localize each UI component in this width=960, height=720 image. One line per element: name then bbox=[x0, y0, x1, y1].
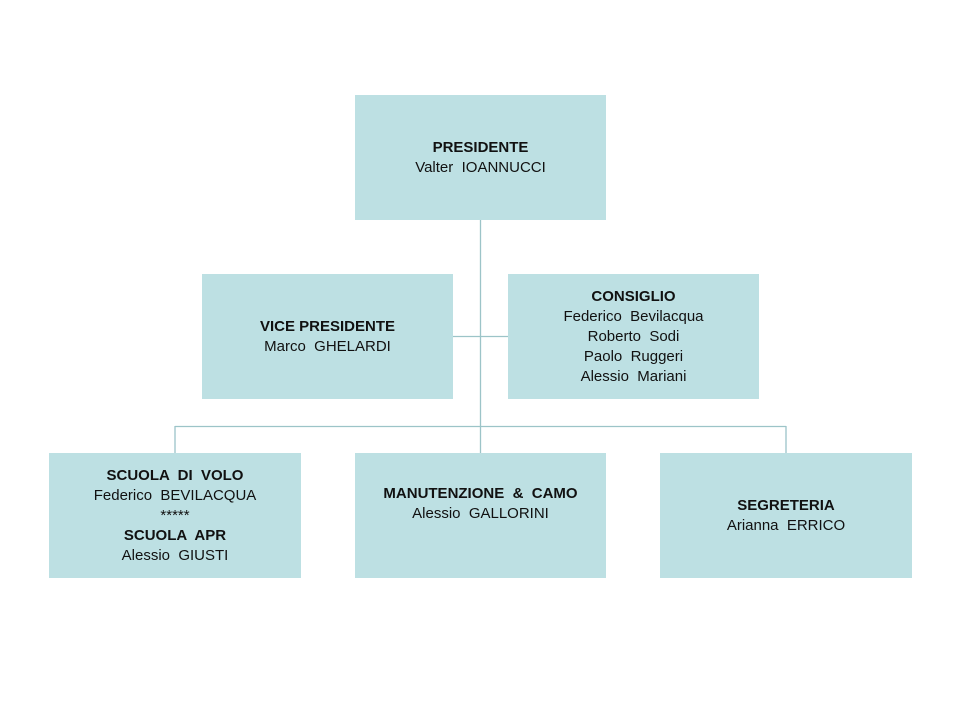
flight-school-box: SCUOLA DI VOLO Federico BEVILACQUA *****… bbox=[49, 453, 301, 578]
vice-president-name: Marco GHELARDI bbox=[264, 337, 391, 355]
council-member: Roberto Sodi bbox=[587, 327, 680, 345]
council-member: Federico Bevilacqua bbox=[563, 307, 704, 325]
secretariat-title: SEGRETERIA bbox=[737, 496, 835, 514]
council-title: CONSIGLIO bbox=[591, 287, 676, 305]
flight-school-name: Federico BEVILACQUA bbox=[93, 486, 257, 504]
flight-school-separator: ***** bbox=[160, 506, 190, 524]
council-member: Alessio Mariani bbox=[580, 367, 687, 385]
maintenance-title: MANUTENZIONE & CAMO bbox=[383, 484, 578, 502]
secretariat-name: Arianna ERRICO bbox=[726, 516, 846, 534]
secretariat-box: SEGRETERIA Arianna ERRICO bbox=[660, 453, 912, 578]
president-box: PRESIDENTE Valter IOANNUCCI bbox=[355, 95, 606, 220]
maintenance-box: MANUTENZIONE & CAMO Alessio GALLORINI bbox=[355, 453, 606, 578]
apr-school-title: SCUOLA APR bbox=[123, 526, 227, 544]
apr-school-name: Alessio GIUSTI bbox=[121, 546, 229, 564]
council-box: CONSIGLIO Federico Bevilacqua Roberto So… bbox=[508, 274, 759, 399]
flight-school-title: SCUOLA DI VOLO bbox=[106, 466, 244, 484]
vice-president-title: VICE PRESIDENTE bbox=[259, 317, 396, 335]
president-name: Valter IOANNUCCI bbox=[415, 158, 546, 176]
president-title: PRESIDENTE bbox=[432, 138, 529, 156]
maintenance-name: Alessio GALLORINI bbox=[412, 504, 549, 522]
vice-president-box: VICE PRESIDENTE Marco GHELARDI bbox=[202, 274, 453, 399]
council-member: Paolo Ruggeri bbox=[583, 347, 684, 365]
